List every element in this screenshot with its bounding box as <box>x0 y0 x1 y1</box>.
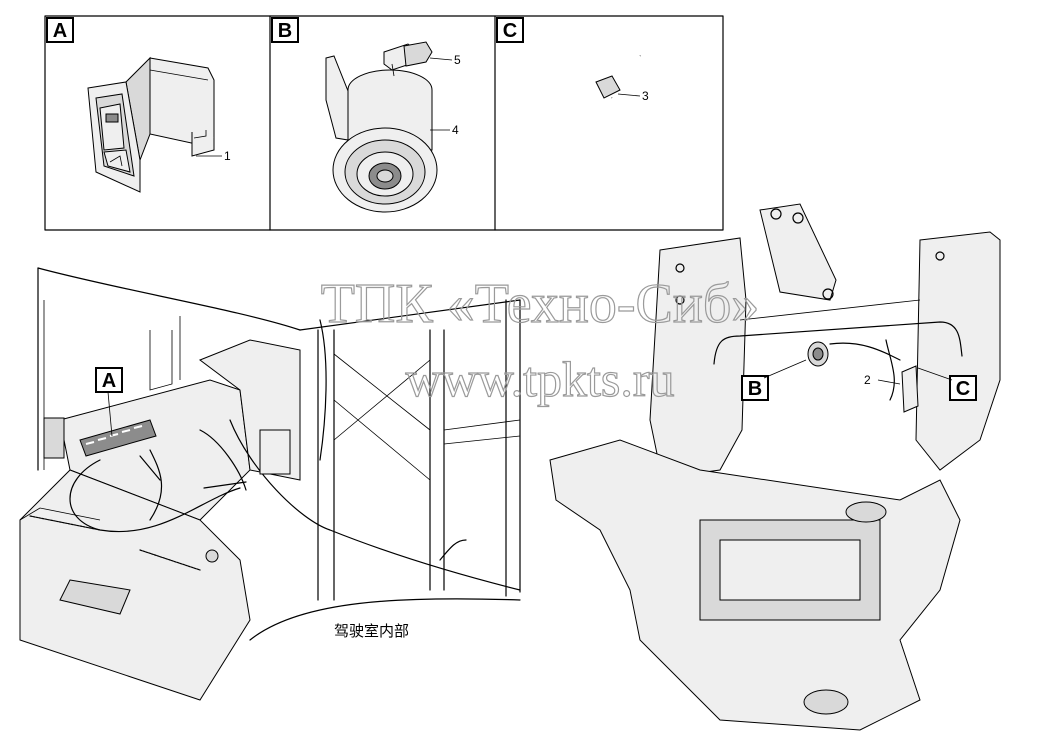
watermark: ТПК «Техно-Сиб» www.tpkts.ru <box>320 272 760 407</box>
buzzer-icon <box>325 41 438 213</box>
cab-marker-box <box>95 367 123 393</box>
callout-2: 2 <box>864 373 871 387</box>
rocker-switch-icon <box>87 56 215 193</box>
frame-marker-b-box <box>741 375 769 401</box>
cab-interior-view: A 驾驶室内部 <box>19 267 521 701</box>
panel-a-label-box <box>46 17 74 43</box>
panel-b-label: B <box>278 20 292 42</box>
panel-b-label-box <box>271 17 299 43</box>
callout-1: 1 <box>224 149 231 163</box>
callout-5: 5 <box>454 53 461 67</box>
switch-bank-icon <box>79 419 157 457</box>
panel-c-label-box <box>496 17 524 43</box>
watermark-line2: www.tpkts.ru <box>406 351 675 407</box>
panel-a-label: A <box>53 20 67 42</box>
panel-b: B 5 4 <box>271 17 461 213</box>
panel-a: A 1 <box>46 17 231 193</box>
cable-tie-icon <box>555 55 647 194</box>
detail-panels <box>44 15 724 231</box>
callout-4: 4 <box>452 123 459 137</box>
frame-marker-b: B <box>748 378 762 400</box>
cab-caption: 驾驶室内部 <box>334 622 409 640</box>
panel-c: C 3 <box>496 17 649 194</box>
frame-marker-c-box <box>949 375 977 401</box>
frame-view: B C 2 <box>549 203 1001 731</box>
callout-leader-5 <box>429 57 453 61</box>
panel-c-label: C <box>503 20 517 42</box>
callout-leader-3 <box>617 93 641 97</box>
frame-marker-c: C <box>956 378 970 400</box>
cab-marker-label: A <box>102 370 116 392</box>
callout-3: 3 <box>642 89 649 103</box>
watermark-line1: ТПК «Техно-Сиб» <box>321 273 760 335</box>
buzzer-mounted-icon <box>807 341 829 367</box>
